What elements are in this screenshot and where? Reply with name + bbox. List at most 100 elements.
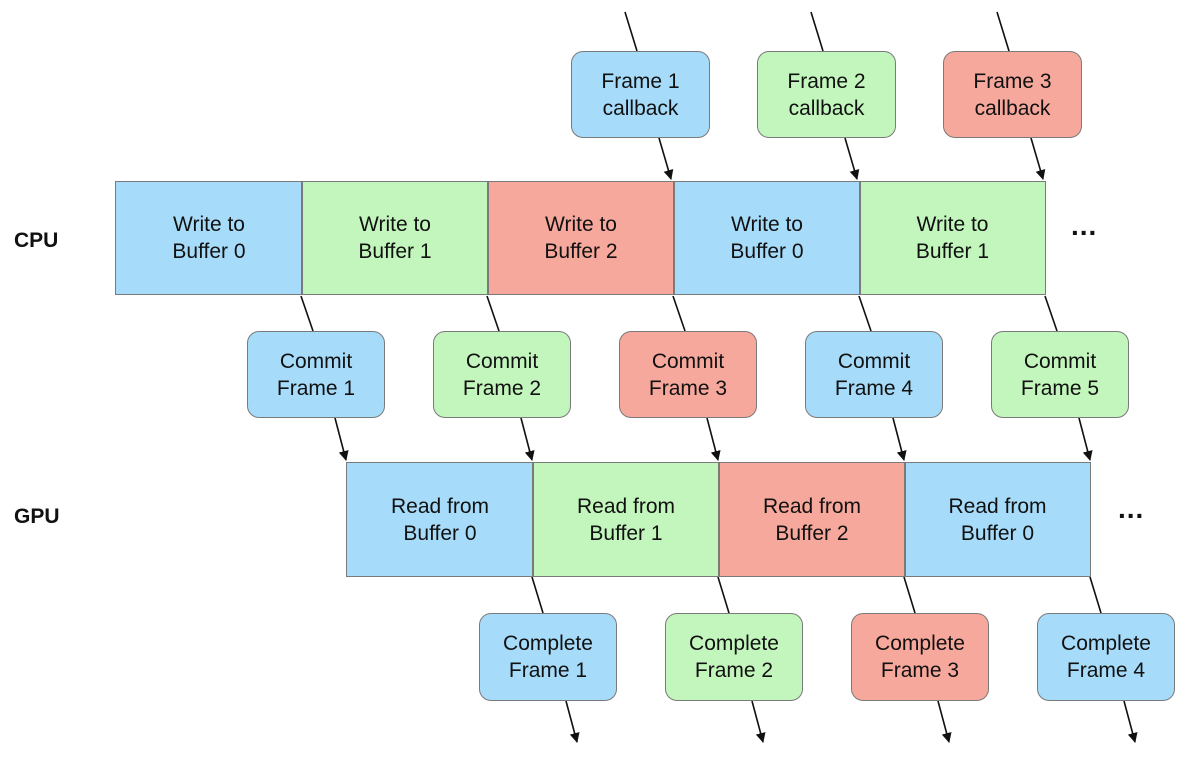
complete-frame-3-node: Complete Frame 3 — [851, 613, 989, 701]
commit-to-gpu-arrow — [706, 417, 721, 461]
gpu-continuation-ellipsis: ... — [1118, 493, 1145, 524]
node-label-line1: Commit — [465, 349, 539, 373]
commit-frame-4-node: Commit Frame 4 — [805, 331, 943, 418]
node-label-line1: Complete — [689, 632, 779, 655]
cpu-to-commit-line — [672, 295, 686, 332]
cpu-to-commit-line — [858, 295, 872, 332]
segment-label-line2: Buffer 0 — [172, 240, 246, 263]
segment-label-line2: Buffer 1 — [589, 521, 663, 545]
segment-label-line1: Write to — [545, 213, 617, 236]
complete-frame-4-node: Complete Frame 4 — [1037, 613, 1175, 701]
frame-3-callback-node: Frame 3 callback — [943, 51, 1082, 138]
commit-frame-1-node: Commit Frame 1 — [247, 331, 385, 418]
gpu-timeline-bar — [346, 462, 1091, 577]
complete-output-arrow — [565, 700, 580, 743]
segment-label-line2: Buffer 0 — [730, 240, 804, 263]
frame-2-callback-node: Frame 2 callback — [757, 51, 896, 138]
cpu-continuation-ellipsis: ... — [1071, 210, 1098, 241]
node-label-line2: Frame 3 — [880, 659, 960, 682]
node-label-line1: Commit — [651, 349, 725, 373]
gpu-segment-divider — [904, 463, 906, 576]
node-label-line1: Frame 1 — [601, 69, 680, 93]
gpu-segment-read-buffer-1: Read from Buffer 1 — [533, 463, 719, 576]
segment-label-line2: Buffer 2 — [775, 521, 849, 545]
node-label-line2: callback — [788, 96, 865, 120]
complete-output-arrow — [751, 700, 766, 743]
cpu-segment-divider — [301, 182, 303, 294]
node-label-line1: Complete — [1061, 632, 1151, 655]
callback-input-line — [810, 11, 824, 52]
node-label-line1: Complete — [875, 632, 965, 655]
commit-to-gpu-arrow — [334, 417, 349, 461]
commit-frame-5-node: Commit Frame 5 — [991, 331, 1129, 418]
callback-input-line — [624, 11, 638, 52]
commit-to-gpu-arrow — [520, 417, 535, 461]
segment-label-line1: Read from — [576, 494, 676, 518]
node-label-line2: Frame 3 — [648, 376, 728, 400]
segment-label-line1: Read from — [948, 494, 1047, 518]
cpu-segment-divider — [673, 182, 675, 294]
callback-to-cpu-arrow — [844, 137, 860, 180]
node-label-line1: Commit — [1023, 349, 1097, 373]
gpu-to-complete-line — [903, 576, 916, 614]
segment-label-line2: Buffer 0 — [960, 521, 1035, 545]
commit-frame-3-node: Commit Frame 3 — [619, 331, 757, 418]
cpu-to-commit-line — [1044, 295, 1058, 332]
node-label-line2: Frame 2 — [694, 659, 774, 682]
segment-label-line2: Buffer 2 — [544, 240, 618, 263]
complete-frame-1-node: Complete Frame 1 — [479, 613, 617, 701]
cpu-lane-label: CPU — [14, 229, 59, 252]
commit-to-gpu-arrow — [892, 417, 907, 461]
gpu-to-complete-line — [1089, 576, 1102, 614]
segment-label-line2: Buffer 1 — [915, 240, 990, 263]
segment-label-line1: Write to — [359, 213, 431, 236]
node-label-line2: Frame 1 — [508, 659, 588, 682]
cpu-segment-write-buffer-0: Write to Buffer 0 — [116, 182, 302, 294]
cpu-to-commit-line — [300, 295, 314, 332]
segment-label-line1: Read from — [390, 494, 490, 518]
cpu-segment-write-buffer-1-second: Write to Buffer 1 — [860, 182, 1045, 294]
cpu-segment-write-buffer-0-second: Write to Buffer 0 — [674, 182, 860, 294]
gpu-segment-divider — [532, 463, 534, 576]
node-label-line2: callback — [974, 96, 1051, 120]
node-label-line1: Frame 3 — [973, 69, 1052, 93]
gpu-segment-read-buffer-0: Read from Buffer 0 — [347, 463, 533, 576]
complete-output-arrow — [937, 700, 952, 743]
callback-input-line — [996, 11, 1010, 52]
commit-frame-2-node: Commit Frame 2 — [433, 331, 571, 418]
cpu-to-commit-line — [486, 295, 500, 332]
complete-frame-2-node: Complete Frame 2 — [665, 613, 803, 701]
node-label-line2: Frame 5 — [1020, 376, 1100, 400]
node-label-line1: Commit — [837, 349, 911, 373]
segment-label-line1: Write to — [731, 213, 803, 236]
node-label-line2: Frame 4 — [834, 376, 914, 400]
node-label-line1: Frame 2 — [787, 69, 866, 93]
segment-label-line1: Read from — [762, 494, 862, 518]
gpu-segment-read-buffer-2: Read from Buffer 2 — [719, 463, 905, 576]
cpu-segment-write-buffer-1: Write to Buffer 1 — [302, 182, 488, 294]
callback-to-cpu-arrow — [658, 137, 674, 180]
node-label-line1: Commit — [279, 349, 353, 373]
callback-to-cpu-arrow — [1030, 137, 1046, 180]
segment-label-line1: Write to — [916, 213, 989, 236]
cpu-segment-divider — [487, 182, 489, 294]
frame-1-callback-node: Frame 1 callback — [571, 51, 710, 138]
cpu-timeline-bar — [115, 181, 1046, 295]
cpu-segment-write-buffer-2: Write to Buffer 2 — [488, 182, 674, 294]
commit-to-gpu-arrow — [1078, 417, 1093, 461]
cpu-segment-divider — [859, 182, 861, 294]
node-label-line2: Frame 1 — [276, 376, 356, 400]
gpu-segment-read-buffer-0-second: Read from Buffer 0 — [905, 463, 1090, 576]
node-label-line2: callback — [602, 96, 679, 120]
complete-output-arrow — [1123, 700, 1138, 743]
segment-label-line2: Buffer 1 — [358, 240, 432, 263]
gpu-to-complete-line — [717, 576, 730, 614]
gpu-lane-label: GPU — [14, 505, 60, 528]
node-label-line2: Frame 4 — [1066, 659, 1146, 682]
segment-label-line1: Write to — [173, 213, 245, 236]
node-label-line1: Complete — [503, 632, 593, 655]
node-label-line2: Frame 2 — [462, 376, 542, 400]
segment-label-line2: Buffer 0 — [403, 521, 477, 545]
gpu-segment-divider — [718, 463, 720, 576]
